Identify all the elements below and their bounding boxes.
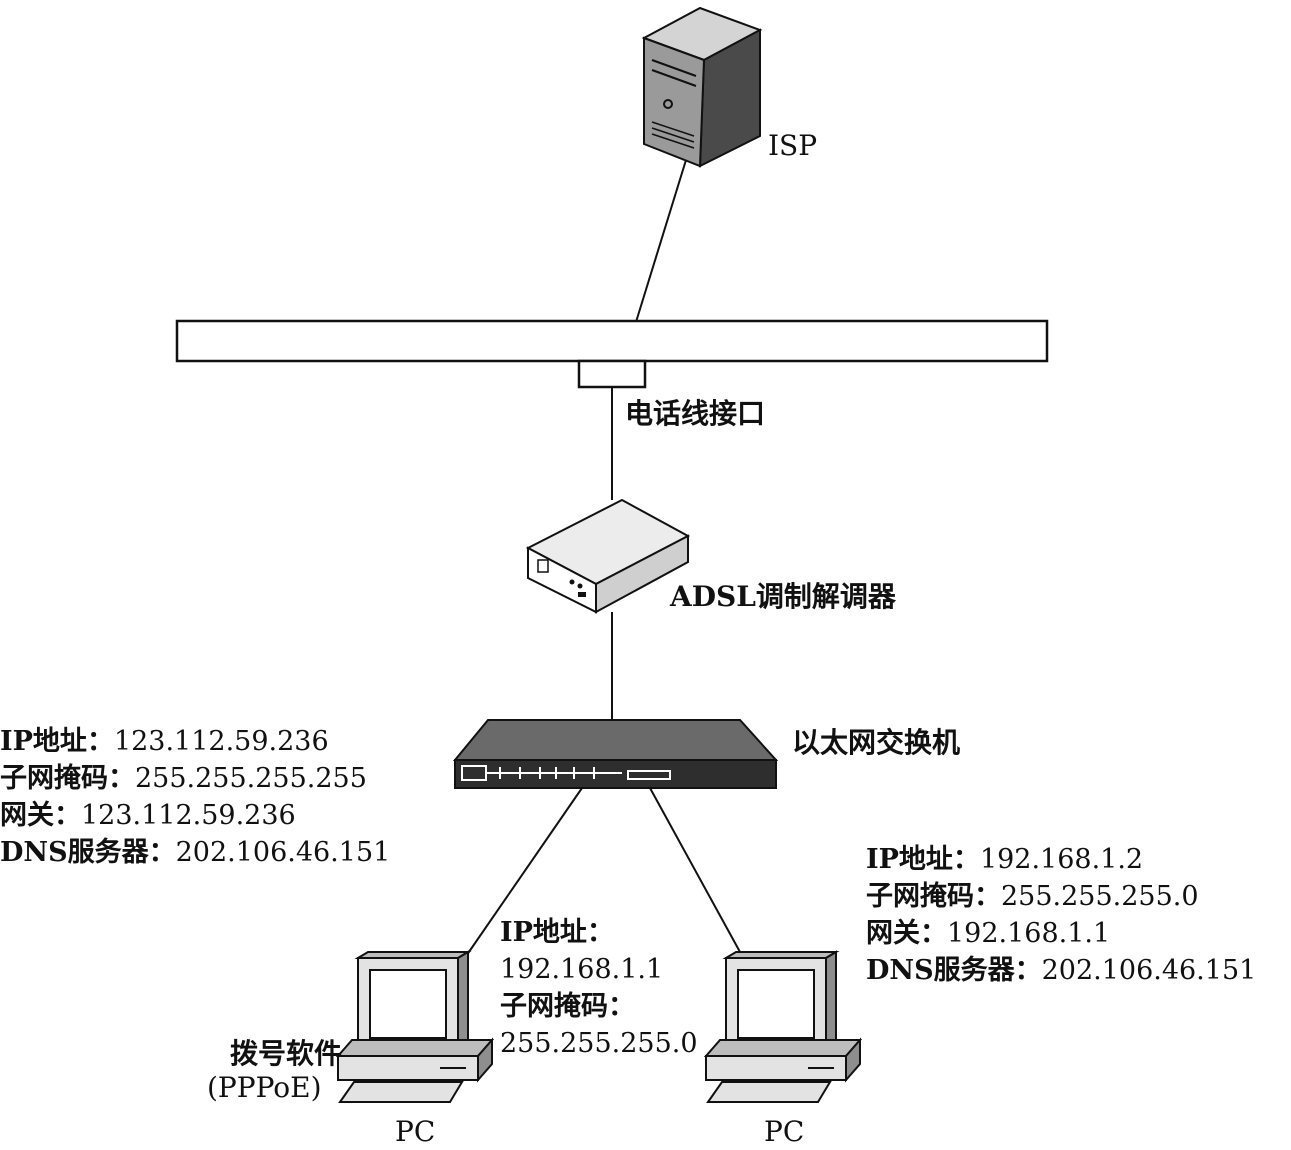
ethernet-switch-icon — [452, 719, 779, 789]
pc-right-mask-row: 子网掩码：255.255.255.0 — [866, 878, 1256, 915]
wan-gw-key: 网关： — [0, 800, 81, 831]
pc-right-dns-key: DNS服务器： — [866, 955, 1042, 986]
wan-mask-key: 子网掩码： — [0, 763, 135, 794]
pc-left-ip-value: 192.168.1.1 — [500, 954, 664, 985]
phone-line-bus — [175, 319, 1049, 363]
pc-right-gw-key: 网关： — [866, 918, 947, 949]
dialer-protocol-label: (PPPoE) — [207, 1071, 322, 1104]
wan-mask-value: 255.255.255.255 — [135, 763, 367, 794]
pc-right-gw-row: 网关：192.168.1.1 — [866, 915, 1256, 952]
pc-right-label: PC — [764, 1115, 805, 1148]
wan-gw-row: 网关：123.112.59.236 — [0, 797, 390, 834]
dialer-label: 拨号软件 — [230, 1037, 343, 1070]
isp-server-icon — [641, 6, 763, 168]
wan-ip-row: IP地址：123.112.59.236 — [0, 723, 390, 760]
link-isp-bus — [635, 159, 687, 323]
pc-left-icon — [335, 950, 495, 1103]
switch-label: 以太网交换机 — [792, 726, 961, 759]
pc-right-ip-value: 192.168.1.2 — [979, 844, 1144, 875]
modem-label: ADSL调制解调器 — [670, 580, 896, 613]
adsl-modem-icon — [525, 498, 691, 614]
connection-lines — [461, 159, 741, 963]
wan-gw-value: 123.112.59.236 — [81, 800, 296, 831]
wan-config-block: IP地址：123.112.59.236 子网掩码：255.255.255.255… — [0, 723, 390, 871]
pc-right-mask-key: 子网掩码： — [866, 881, 1001, 912]
wan-dns-key: DNS服务器： — [0, 837, 176, 868]
wan-dns-value: 202.106.46.151 — [175, 837, 391, 868]
pc-left-mask-key: 子网掩码： — [500, 991, 635, 1022]
pc-right-config-block: IP地址：192.168.1.2 子网掩码：255.255.255.0 网关：1… — [866, 841, 1256, 989]
pc-right-ip-key: IP地址： — [866, 844, 980, 875]
wan-dns-row: DNS服务器：202.106.46.151 — [0, 834, 390, 871]
pc-left-ip-key: IP地址： — [500, 917, 614, 948]
wan-ip-value: 123.112.59.236 — [113, 726, 329, 757]
pc-right-mask-value: 255.255.255.0 — [1001, 881, 1199, 912]
pc-left-config-block: IP地址： 192.168.1.1 子网掩码： 255.255.255.0 — [500, 914, 698, 1062]
pc-right-icon — [703, 950, 863, 1103]
pc-right-dns-value: 202.106.46.151 — [1041, 955, 1257, 986]
link-switch-pc-right — [649, 787, 741, 953]
pc-right-gw-value: 192.168.1.1 — [947, 918, 1111, 949]
wan-ip-key: IP地址： — [0, 726, 114, 757]
pc-left-mask-value: 255.255.255.0 — [500, 1028, 698, 1059]
pc-right-dns-row: DNS服务器：202.106.46.151 — [866, 952, 1256, 989]
phone-port-label: 电话线接口 — [625, 397, 766, 430]
wan-mask-row: 子网掩码：255.255.255.255 — [0, 760, 390, 797]
link-switch-pc-left — [461, 787, 583, 963]
phone-port-box — [577, 359, 647, 389]
pc-left-label: PC — [395, 1115, 436, 1148]
pc-right-ip-row: IP地址：192.168.1.2 — [866, 841, 1256, 878]
isp-label: ISP — [768, 129, 818, 162]
